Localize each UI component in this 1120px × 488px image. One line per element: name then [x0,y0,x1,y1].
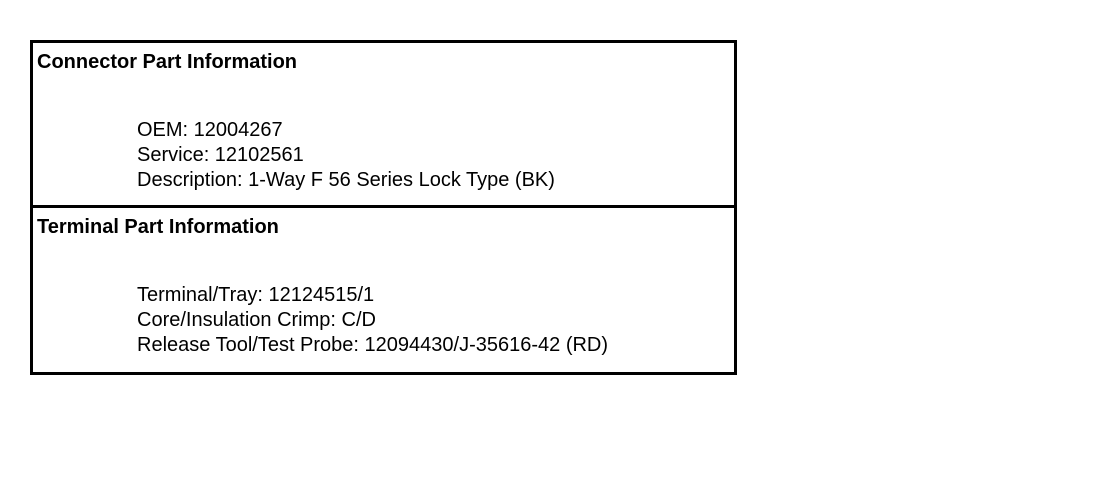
service-number-line: Service: 12102561 [137,144,304,166]
terminal-tray-line: Terminal/Tray: 12124515/1 [137,284,375,306]
connector-details: OEM: 12004267 Service: 12102561 Descript… [137,118,734,193]
connector-section-title: Connector Part Information [37,51,298,73]
connector-part-information-section: Connector Part Information OEM: 12004267… [33,43,734,208]
release-tool-test-probe-line: Release Tool/Test Probe: 12094430/J-3561… [137,334,609,356]
terminal-part-information-section: Terminal Part Information Terminal/Tray:… [33,208,734,372]
part-information-panel: Connector Part Information OEM: 12004267… [30,40,737,375]
description-line: Description: 1-Way F 56 Series Lock Type… [137,169,555,191]
terminal-section-title: Terminal Part Information [37,216,279,238]
terminal-details: Terminal/Tray: 12124515/1 Core/Insulatio… [137,283,734,358]
core-insulation-crimp-line: Core/Insulation Crimp: C/D [137,309,376,331]
oem-number-line: OEM: 12004267 [137,119,283,141]
